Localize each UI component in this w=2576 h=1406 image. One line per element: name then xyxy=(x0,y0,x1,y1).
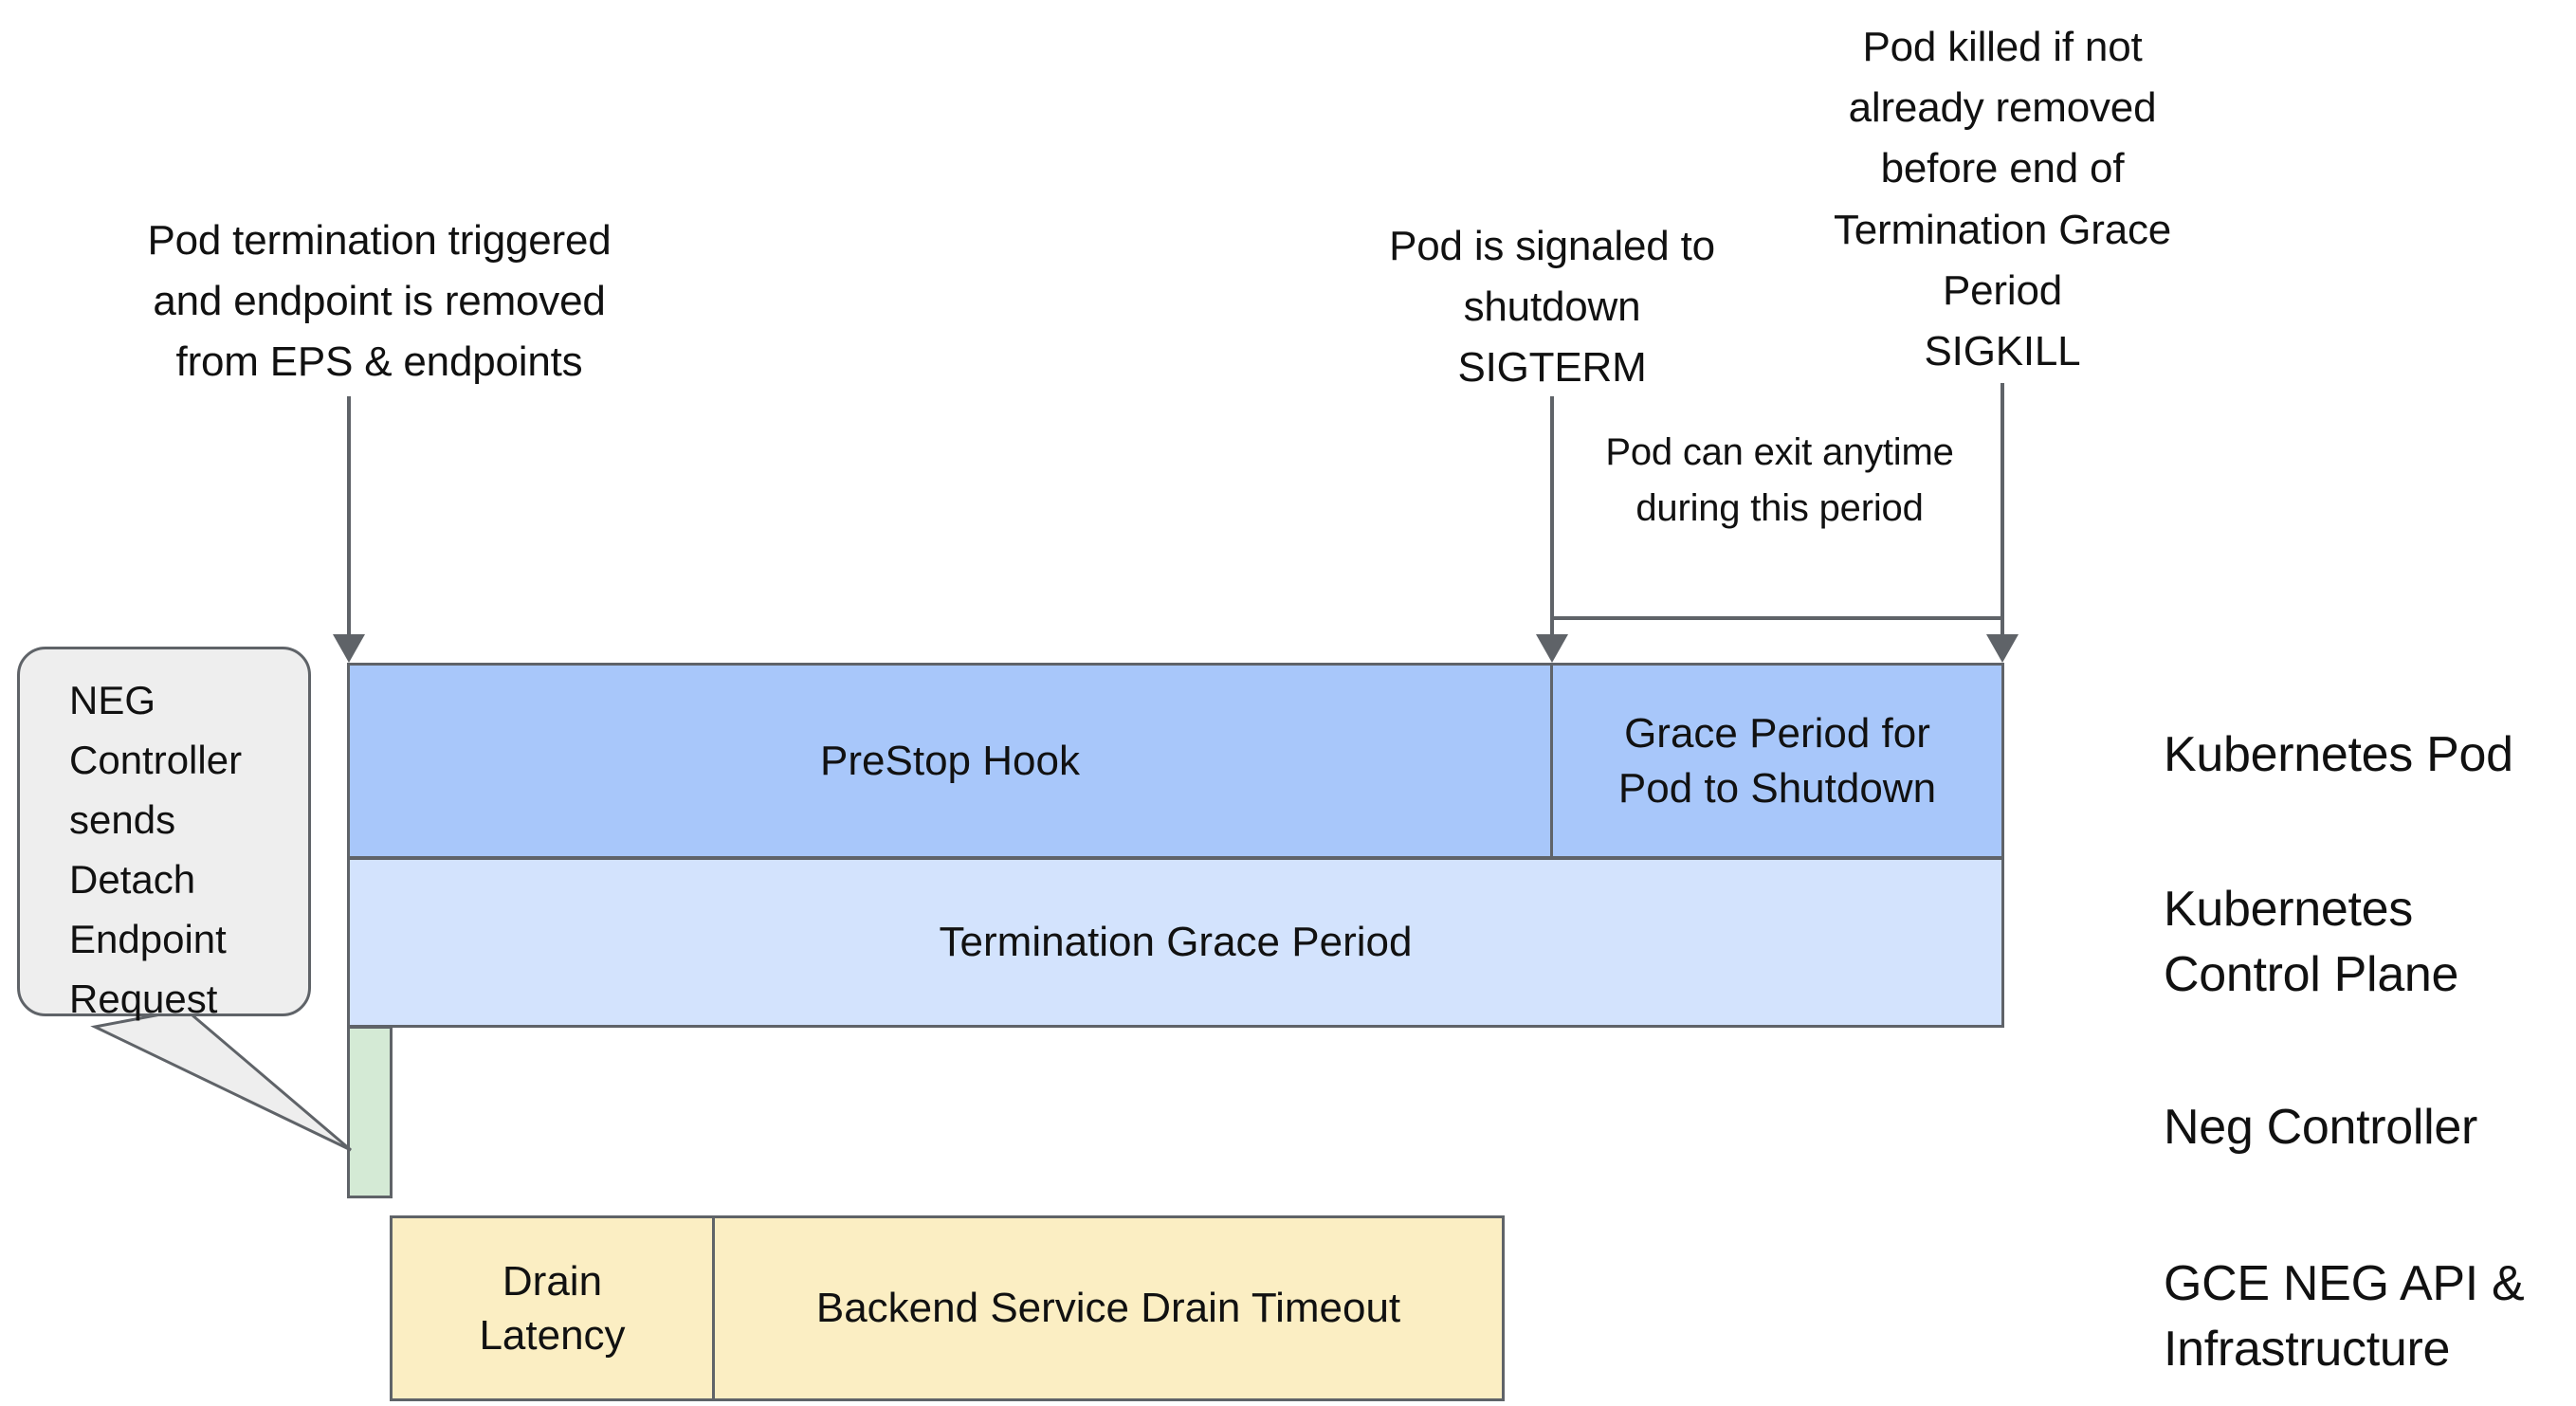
legend-kubernetes-pod: Kubernetes Pod xyxy=(2164,727,2513,782)
bar-prestop-hook: PreStop Hook xyxy=(347,663,1553,859)
arrow-line-sigkill xyxy=(2001,383,2004,637)
legend-neg-controller: Neg Controller xyxy=(2164,1100,2478,1155)
annotation-sigterm: Pod is signaled to shutdown SIGTERM xyxy=(1389,223,1715,392)
arrow-head-sigterm xyxy=(1536,634,1568,663)
legend-gce-neg-api-infrastructure: GCE NEG API & Infrastructure xyxy=(2164,1256,2525,1377)
bar-drain-latency: Drain Latency xyxy=(390,1215,715,1401)
callout-neg-controller-detach: NEG Controller sends Detach Endpoint Req… xyxy=(17,647,311,1021)
arrow-head-pod-termination xyxy=(333,634,365,663)
annotation-pod-termination-triggered: Pod termination triggered and endpoint i… xyxy=(147,217,612,386)
bar-grace-period-for-pod-to-shutdown: Grace Period for Pod to Shutdown xyxy=(1550,663,2004,859)
arrow-line-pod-termination xyxy=(347,396,351,637)
arrow-head-sigkill xyxy=(1986,634,2019,663)
annotation-pod-can-exit: Pod can exit anytime during this period xyxy=(1605,431,1954,530)
bar-backend-service-drain-timeout: Backend Service Drain Timeout xyxy=(712,1215,1505,1401)
legend-kubernetes-control-plane: Kubernetes Control Plane xyxy=(2164,882,2459,1002)
annotation-sigkill: Pod killed if not already removed before… xyxy=(1833,24,2172,375)
span-connector-pod-exit-period xyxy=(1554,616,2004,620)
bar-termination-grace-period: Termination Grace Period xyxy=(347,857,2004,1028)
arrow-line-sigterm xyxy=(1550,396,1554,637)
bar-neg-controller xyxy=(347,1026,393,1198)
